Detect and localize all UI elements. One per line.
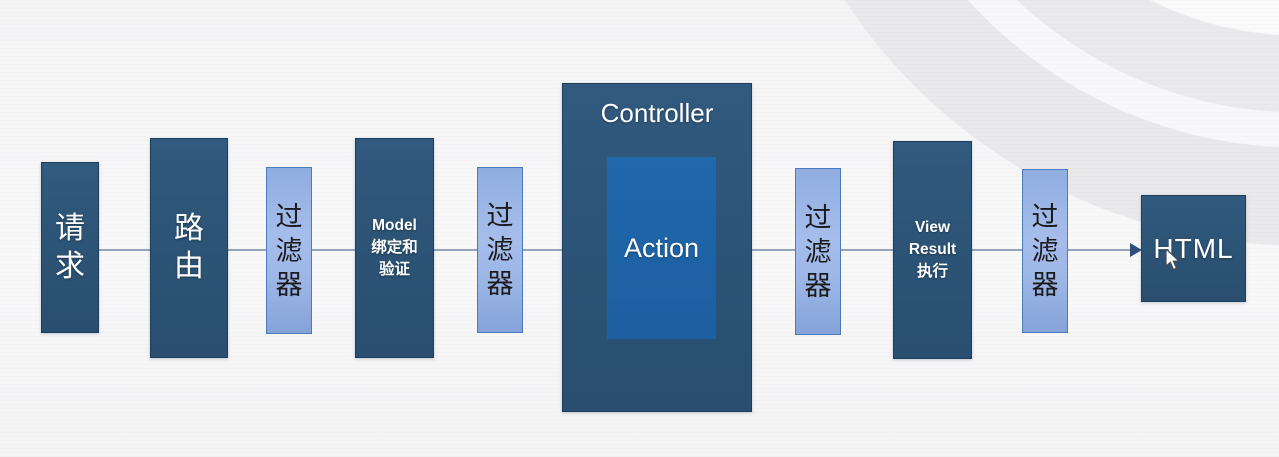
arrow-right-icon — [1130, 243, 1142, 257]
node-filter-4: 过 滤 器 — [1022, 169, 1068, 333]
node-view-result-label: View Result 执行 — [908, 219, 957, 280]
node-filter-3: 过 滤 器 — [795, 168, 841, 335]
node-action: Action — [607, 157, 716, 339]
node-filter-1-label: 过 滤 器 — [275, 201, 303, 300]
node-model-binding: Model 绑定和 验证 — [355, 138, 434, 358]
node-action-label: Action — [623, 232, 700, 263]
node-filter-2: 过 滤 器 — [477, 167, 523, 333]
node-filter-3-label: 过 滤 器 — [804, 202, 832, 301]
node-request: 请 求 — [41, 162, 99, 333]
node-controller: Controller Action — [562, 83, 752, 412]
node-routing-label: 路 由 — [174, 212, 204, 283]
node-filter-1: 过 滤 器 — [266, 167, 312, 334]
node-view-result: View Result 执行 — [893, 141, 972, 359]
node-controller-label: Controller — [600, 98, 714, 128]
node-routing: 路 由 — [150, 138, 228, 358]
mouse-cursor-icon — [1165, 249, 1181, 271]
node-html-output: HTML — [1141, 195, 1246, 302]
node-request-label: 请 求 — [55, 211, 85, 283]
node-model-binding-label: Model 绑定和 验证 — [371, 217, 418, 278]
node-filter-2-label: 过 滤 器 — [486, 201, 514, 299]
node-filter-4-label: 过 滤 器 — [1031, 202, 1059, 300]
